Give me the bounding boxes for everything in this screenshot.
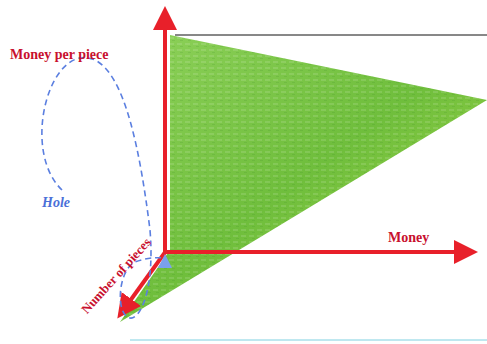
hole-label: Hole — [42, 195, 70, 211]
axis-label: Money — [388, 230, 429, 246]
loop-arrow — [158, 254, 172, 268]
horizontal-axis — [163, 250, 470, 254]
hole-loop — [42, 58, 165, 319]
surface-texture — [120, 35, 487, 322]
top-line — [175, 35, 487, 36]
green-surface — [120, 35, 487, 322]
vertical-axis — [163, 14, 167, 252]
bottom-line — [130, 340, 487, 341]
axis-label: Money per piece — [10, 47, 109, 63]
